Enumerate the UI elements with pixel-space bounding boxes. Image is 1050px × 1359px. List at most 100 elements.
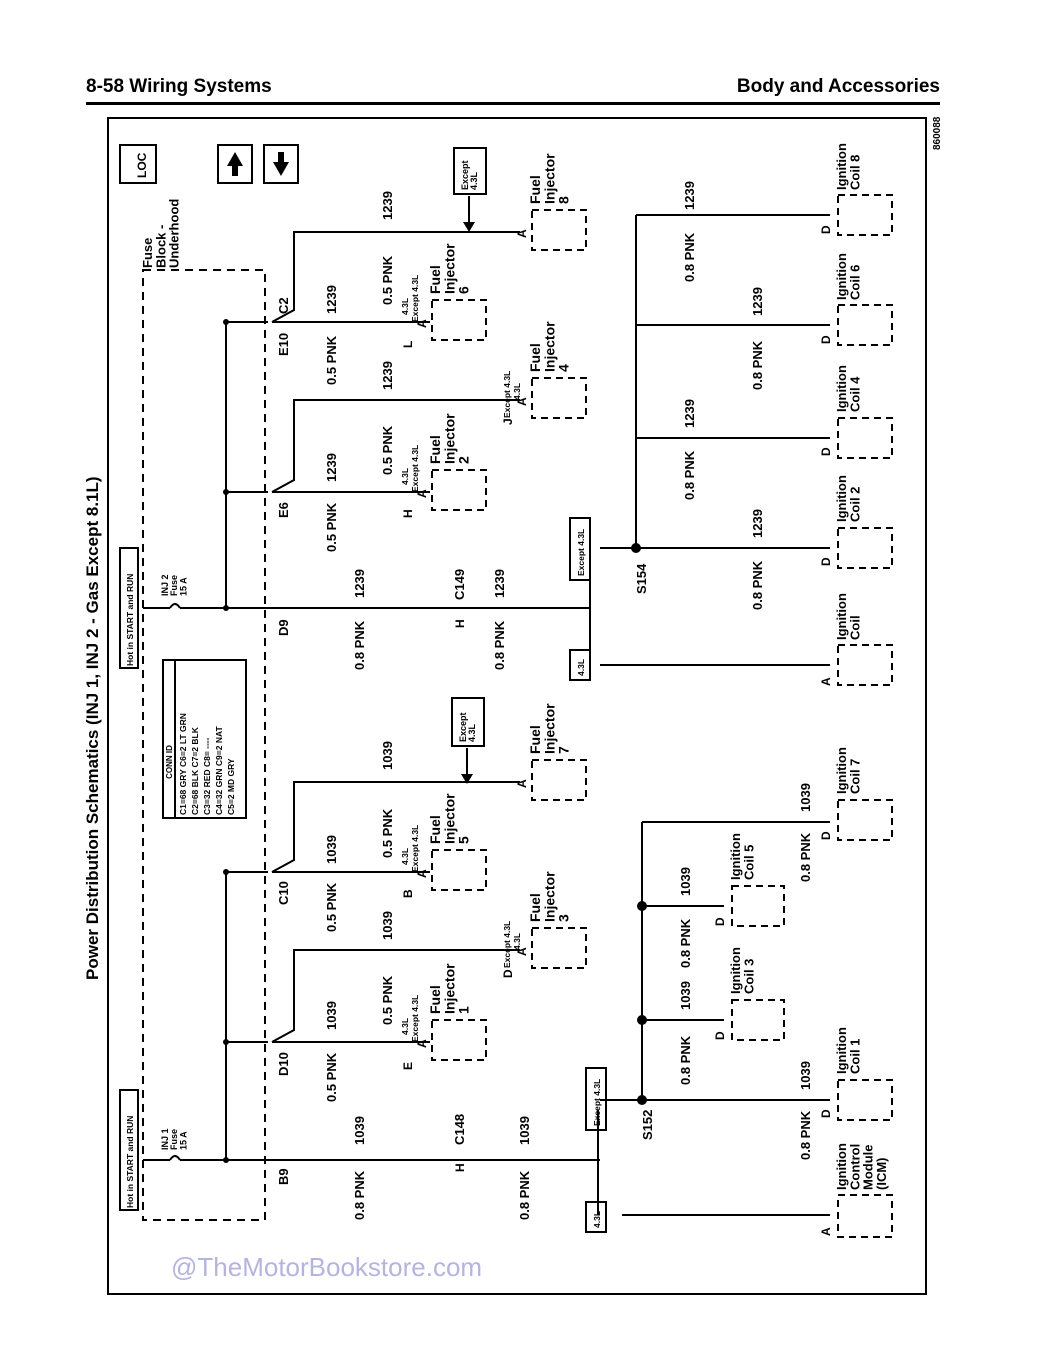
pin-label: D: [819, 335, 833, 344]
wire-gauge: 0.8 PNK: [750, 560, 765, 610]
connector-d9: D9: [276, 619, 291, 636]
icm-box: [837, 1194, 893, 1238]
wire-gauge: 0.5 PNK: [324, 882, 339, 932]
fuel-injector-5-label: FuelInjector5: [427, 793, 472, 844]
variant-except43-box: Except4.3L: [458, 712, 477, 742]
wire-circuit: 1039: [324, 835, 339, 864]
pin-label: A: [415, 319, 429, 328]
wire-gauge: 0.5 PNK: [324, 502, 339, 552]
pin-label: D: [819, 447, 833, 456]
wire-gauge: 0.8 PNK: [798, 832, 813, 882]
wire-circuit: 1039: [678, 981, 693, 1010]
pin-label: D: [713, 917, 727, 926]
pin-label: A: [415, 489, 429, 498]
v43-box-left: [585, 1201, 607, 1233]
wire-gauge: 0.8 PNK: [492, 620, 507, 670]
connector-c2: C2: [276, 297, 291, 314]
except43-box-inj7: [451, 697, 485, 747]
conn-id-row: C3=32 RED C8= ----: [202, 737, 212, 815]
fuel-injector-7-label: FuelInjector7: [527, 703, 572, 754]
wire-circuit: 1039: [798, 783, 813, 812]
figure-code: 860088: [932, 116, 943, 150]
except43-box-inj8: [453, 147, 487, 195]
ignition-coil-1-label: IgnitionCoil 1: [834, 1027, 862, 1074]
fuel-injector-8-label: FuelInjector8: [527, 153, 572, 204]
wire-gauge: 0.8 PNK: [682, 232, 697, 282]
conn-id-row: C5=2 MD GRY: [226, 758, 236, 815]
wire-gauge: 0.5 PNK: [380, 255, 395, 305]
splice-s152: S152: [640, 1110, 655, 1140]
ignition-coil-2-label: IgnitionCoil 2: [834, 475, 862, 522]
wire-gauge: 0.5 PNK: [324, 1052, 339, 1102]
wire-circuit: 1239: [750, 287, 765, 316]
hot-label-box-right: [119, 547, 139, 669]
loc-label: LOC: [135, 152, 149, 178]
ignition-coil-6-box: [837, 304, 893, 346]
ignition-coil-7-box: [837, 799, 893, 841]
fuse-inj1-label: INJ 1Fuse15 A: [160, 1128, 188, 1150]
wire-gauge: 0.5 PNK: [380, 808, 395, 858]
ignition-coil-6-label: IgnitionCoil 6: [834, 253, 862, 300]
diagram-frame: [107, 117, 927, 1295]
pin-label: H: [453, 1163, 467, 1172]
wire-gauge: 0.8 PNK: [352, 1170, 367, 1220]
hot-label-box-left: [119, 1089, 139, 1211]
fuel-injector-3-label: FuelInjector3: [527, 871, 572, 922]
connector-c148: C148: [452, 1114, 467, 1145]
pin-label: B: [401, 889, 415, 898]
ignition-coil-7-label: IgnitionCoil 7: [834, 747, 862, 794]
fuel-injector-7-box: [531, 759, 587, 801]
wire-gauge: 0.8 PNK: [798, 1110, 813, 1160]
pin-label: A: [515, 229, 529, 238]
conn-id-row: C4=32 GRN C9=2 NAT: [214, 726, 224, 815]
fuel-injector-5-box: [431, 849, 487, 891]
arrow-down-icon: [263, 144, 299, 184]
ignition-coil-3-box: [731, 999, 785, 1041]
variant-except43: Except 4.3L: [410, 995, 420, 1042]
ignition-coil-label: IgnitionCoil: [834, 593, 862, 640]
except43-box-s154: [569, 517, 591, 581]
variant-43-right: 4.3L: [576, 659, 586, 676]
wire-circuit: 1239: [750, 509, 765, 538]
connector-c10: C10: [276, 881, 291, 905]
fuse-block-outline: [142, 269, 266, 1221]
fuse-inj2-label: INJ 2Fuse15 A: [160, 574, 188, 596]
variant-43: 4.3L: [512, 383, 522, 400]
v43-box-right: [569, 649, 591, 681]
wire-circuit: 1039: [517, 1116, 532, 1145]
wire-gauge: 0.8 PNK: [678, 918, 693, 968]
wire-circuit: 1039: [324, 1001, 339, 1030]
variant-43: 4.3L: [400, 1018, 410, 1035]
loc-icon: [119, 144, 157, 184]
fuel-injector-8-box: [531, 209, 587, 251]
fuel-injector-2-box: [431, 469, 487, 511]
pin-label: D: [819, 831, 833, 840]
fuel-injector-4-label: FuelInjector4: [527, 321, 572, 372]
ignition-coil-4-label: IgnitionCoil 4: [834, 365, 862, 412]
ignition-coil-4-box: [837, 417, 893, 459]
variant-except43: Except 4.3L: [410, 445, 420, 492]
variant-43-left: 4.3L: [592, 1211, 602, 1228]
wire-gauge: 0.8 PNK: [352, 620, 367, 670]
pin-label: A: [515, 779, 529, 788]
wire-circuit: 1239: [492, 569, 507, 598]
wire-gauge: 0.5 PNK: [324, 335, 339, 385]
hot-label-left: Hot in START and RUN: [125, 1116, 135, 1208]
ignition-coil-5-box: [731, 885, 785, 927]
fuel-injector-1-label: FuelInjector1: [427, 963, 472, 1014]
ignition-coil-8-box: [837, 194, 893, 236]
wire-gauge: 0.8 PNK: [750, 340, 765, 390]
pin-label: A: [515, 397, 529, 406]
wire-circuit: 1239: [324, 285, 339, 314]
pin-label: D: [819, 225, 833, 234]
ignition-coil-8-label: IgnitionCoil 8: [834, 143, 862, 190]
except43-box-s152: [585, 1067, 607, 1131]
chapter-header: Body and Accessories: [736, 76, 940, 97]
wire-circuit: 1239: [352, 569, 367, 598]
pin-label: A: [819, 1227, 833, 1236]
pin-label: H: [453, 619, 467, 628]
header-rule: [86, 102, 940, 105]
pin-label: A: [515, 947, 529, 956]
variant-except43-s152: Except 4.3L: [592, 1079, 602, 1126]
